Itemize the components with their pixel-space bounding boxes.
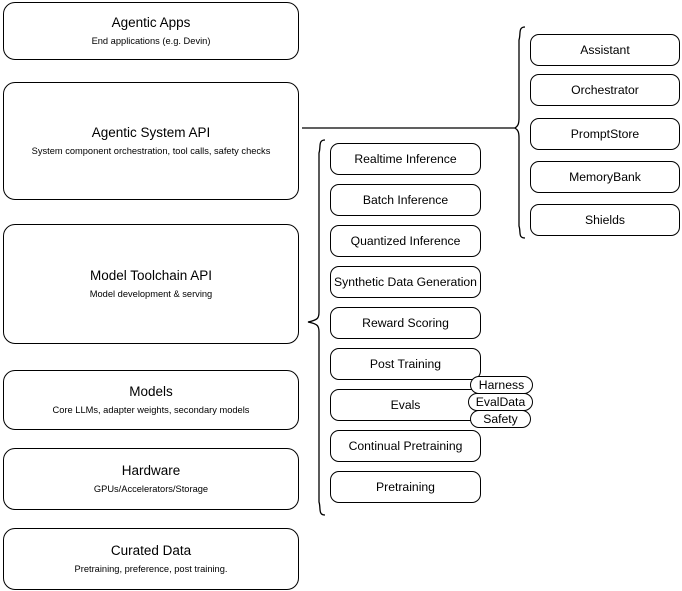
capability-label: Pretraining xyxy=(376,480,435,494)
toolchain-capability-quantized-inference[interactable]: Quantized Inference xyxy=(330,225,481,257)
capability-label: Quantized Inference xyxy=(350,234,461,248)
agentic-component-orchestrator[interactable]: Orchestrator xyxy=(530,74,680,106)
agentic-component-assistant[interactable]: Assistant xyxy=(530,34,680,66)
evals-subcomponent-evaldata[interactable]: EvalData xyxy=(468,393,533,411)
subcomponent-label: Safety xyxy=(483,412,518,426)
evals-subcomponent-safety[interactable]: Safety xyxy=(470,410,531,428)
toolchain-capability-synthetic-data-generation[interactable]: Synthetic Data Generation xyxy=(330,266,481,298)
capability-label: Evals xyxy=(390,398,421,412)
stack-layer-agentic-apps[interactable]: Agentic Apps End applications (e.g. Devi… xyxy=(3,2,299,60)
toolchain-capability-pretraining[interactable]: Pretraining xyxy=(330,471,481,503)
component-label: Assistant xyxy=(580,43,630,57)
layer-title: Curated Data xyxy=(110,543,192,559)
component-label: Orchestrator xyxy=(571,83,639,97)
layer-subtitle: Pretraining, preference, post training. xyxy=(74,563,228,574)
layer-title: Agentic Apps xyxy=(111,15,191,31)
capability-label: Synthetic Data Generation xyxy=(334,275,477,289)
toolchain-capability-batch-inference[interactable]: Batch Inference xyxy=(330,184,481,216)
stack-layer-models[interactable]: Models Core LLMs, adapter weights, secon… xyxy=(3,370,299,430)
capability-label: Post Training xyxy=(369,357,442,371)
layer-title: Hardware xyxy=(121,463,181,479)
layer-title: Agentic System API xyxy=(91,125,211,141)
capability-label: Batch Inference xyxy=(362,193,449,207)
component-label: MemoryBank xyxy=(569,170,641,184)
toolchain-capability-realtime-inference[interactable]: Realtime Inference xyxy=(330,143,481,175)
layer-title: Model Toolchain API xyxy=(89,268,213,284)
brace-toolchain-capabilities xyxy=(307,139,326,516)
brace-agentic-components xyxy=(513,26,526,239)
layer-subtitle: Model development & serving xyxy=(89,288,213,299)
capability-label: Reward Scoring xyxy=(362,316,449,330)
component-label: Shields xyxy=(585,213,625,227)
layer-title: Models xyxy=(129,384,173,400)
component-label: PromptStore xyxy=(570,127,640,141)
layer-subtitle: GPUs/Accelerators/Storage xyxy=(93,483,209,494)
toolchain-capability-reward-scoring[interactable]: Reward Scoring xyxy=(330,307,481,339)
subcomponent-label: EvalData xyxy=(475,395,526,409)
toolchain-capability-continual-pretraining[interactable]: Continual Pretraining xyxy=(330,430,481,462)
agentic-component-promptstore[interactable]: PromptStore xyxy=(530,118,680,150)
toolchain-capability-post-training[interactable]: Post Training xyxy=(330,348,481,380)
layer-subtitle: Core LLMs, adapter weights, secondary mo… xyxy=(52,404,250,415)
stack-layer-agentic-system-api[interactable]: Agentic System API System component orch… xyxy=(3,82,299,200)
toolchain-capability-evals[interactable]: Evals xyxy=(330,389,481,421)
stack-layer-model-toolchain-api[interactable]: Model Toolchain API Model development & … xyxy=(3,224,299,344)
layer-subtitle: End applications (e.g. Devin) xyxy=(91,35,211,46)
agentic-component-memorybank[interactable]: MemoryBank xyxy=(530,161,680,193)
subcomponent-label: Harness xyxy=(478,378,525,392)
capability-label: Realtime Inference xyxy=(354,152,457,166)
stack-layer-curated-data[interactable]: Curated Data Pretraining, preference, po… xyxy=(3,528,299,590)
layer-subtitle: System component orchestration, tool cal… xyxy=(31,145,271,156)
evals-subcomponent-harness[interactable]: Harness xyxy=(470,376,533,394)
stack-layer-hardware[interactable]: Hardware GPUs/Accelerators/Storage xyxy=(3,448,299,510)
capability-label: Continual Pretraining xyxy=(348,439,463,453)
agentic-component-shields[interactable]: Shields xyxy=(530,204,680,236)
